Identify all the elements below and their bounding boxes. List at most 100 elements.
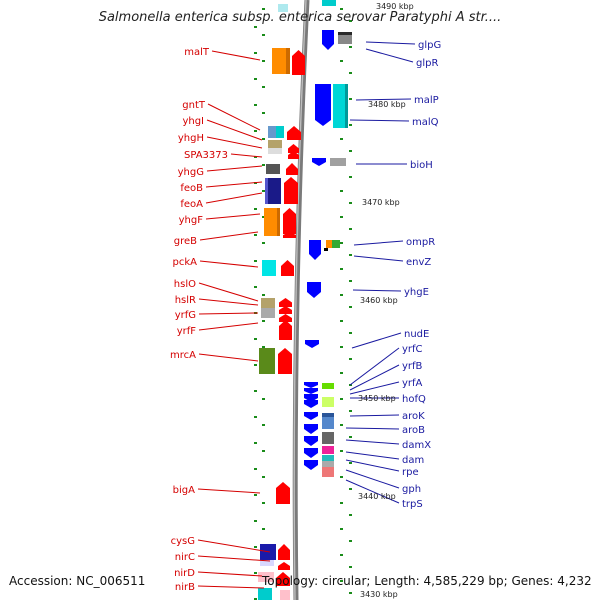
leader-line [211,50,261,61]
gene-label-right[interactable]: aroB [402,425,425,436]
tick-mark [349,566,352,568]
gene-label-left[interactable]: malT [184,47,210,58]
tick-mark [262,8,265,10]
leader-line [353,255,404,262]
tick-mark [254,52,257,54]
forward-gene [288,151,299,159]
gene-label-left[interactable]: pckA [173,257,198,268]
tick-mark [349,436,352,438]
tick-mark [254,598,257,600]
tick-mark [349,124,352,126]
gene-label-right[interactable]: hofQ [402,394,426,405]
leader-line [206,136,263,149]
gene-label-right[interactable]: nudE [404,329,429,340]
leader-line [345,427,400,430]
tick-mark [349,228,352,230]
leader-line [345,439,400,445]
forward-gene [279,314,292,322]
reverse-gene [304,436,318,446]
forward-gene [279,306,292,314]
tick-mark [254,208,257,210]
leader-line [349,364,400,391]
scale-label: 3480 kbp [368,100,406,109]
tick-mark [262,294,265,296]
tick-mark [254,104,257,106]
tick-mark [262,398,265,400]
gene-feature-box [322,413,334,417]
gene-label-right[interactable]: malP [414,95,439,106]
gene-label-right[interactable]: damX [402,440,431,451]
gene-label-right[interactable]: yrfB [402,361,423,372]
gene-label-right[interactable]: yrfA [402,378,423,389]
forward-gene [286,163,298,175]
scale-label: 3470 kbp [362,198,400,207]
gene-label-right[interactable]: glpR [416,58,438,69]
tick-mark [349,540,352,542]
gene-label-right[interactable]: gph [402,484,421,495]
tick-mark [254,156,257,158]
leader-line [197,555,271,562]
gene-label-right[interactable]: ompR [406,237,435,248]
gene-label-left[interactable]: feoB [180,183,203,194]
gene-feature-box [261,298,275,308]
gene-label-right[interactable]: rpe [402,467,419,478]
tick-mark [349,20,352,22]
gene-label-left[interactable]: hslR [175,295,196,306]
gene-features [258,0,352,600]
scale-label: 3490 kbp [376,2,414,11]
tick-mark [340,242,343,244]
tick-mark [349,462,352,464]
gene-label-left[interactable]: feoA [180,199,203,210]
tick-mark [340,450,343,452]
leader-line [205,181,263,188]
gene-label-left[interactable]: nirB [175,582,195,593]
tick-mark [262,320,265,322]
tick-mark [340,528,343,530]
gene-label-left[interactable]: yhgF [179,215,204,226]
gene-label-right[interactable]: yhgE [404,287,429,298]
gene-label-right[interactable]: envZ [406,257,431,268]
gene-label-left[interactable]: bigA [173,485,195,496]
gene-label-left[interactable]: cysG [171,536,195,547]
gene-label-left[interactable]: nirC [175,552,195,563]
gene-label-right[interactable]: dam [402,455,424,466]
gene-feature-box [333,84,347,128]
tick-mark [349,332,352,334]
gene-label-left[interactable]: yrfG [175,310,196,321]
gene-label-left[interactable]: yhgI [182,116,204,127]
gene-label-left[interactable]: yhgG [178,167,204,178]
gene-feature-box [322,467,334,477]
reverse-gene [307,282,321,298]
gene-feature-box [322,0,336,6]
gene-feature-box [322,397,334,407]
gene-label-left[interactable]: gntT [182,100,206,111]
map-title: Salmonella enterica subsp. enterica sero… [99,10,502,25]
gene-label-right[interactable]: glpG [418,40,441,51]
gene-label-right[interactable]: bioH [410,160,433,171]
gene-label-left[interactable]: yrfF [177,326,197,337]
gene-label-left[interactable]: yhgH [178,133,204,144]
gene-label-right[interactable]: malQ [412,117,439,128]
tick-mark [254,130,257,132]
forward-gene [281,260,294,276]
tick-mark [349,72,352,74]
gene-label-left[interactable]: mrcA [170,350,196,361]
gene-feature-box [258,572,274,582]
label-leader-lines [197,41,416,589]
gene-label-left[interactable]: hslO [174,279,196,290]
gene-feature-box [322,455,334,461]
tick-mark [254,442,257,444]
gene-label-right[interactable]: yrfC [402,344,423,355]
gene-label-left[interactable]: nirD [174,568,195,579]
leader-line [198,312,259,315]
gene-label-left[interactable]: SPA3373 [184,150,228,161]
left-gene-labels: malT gntT yhgI yhgH SPA3373 yhgG feoB feoA yhgF g… [170,47,228,593]
gene-label-right[interactable]: aroK [402,411,425,422]
gene-label-right[interactable]: trpS [402,499,423,510]
tick-mark [254,572,257,574]
gene-label-left[interactable]: greB [174,236,197,247]
tick-mark [254,494,257,496]
accession-text: Accession: NC_006511 [9,574,145,588]
tick-mark [340,424,343,426]
tick-mark [254,26,257,28]
